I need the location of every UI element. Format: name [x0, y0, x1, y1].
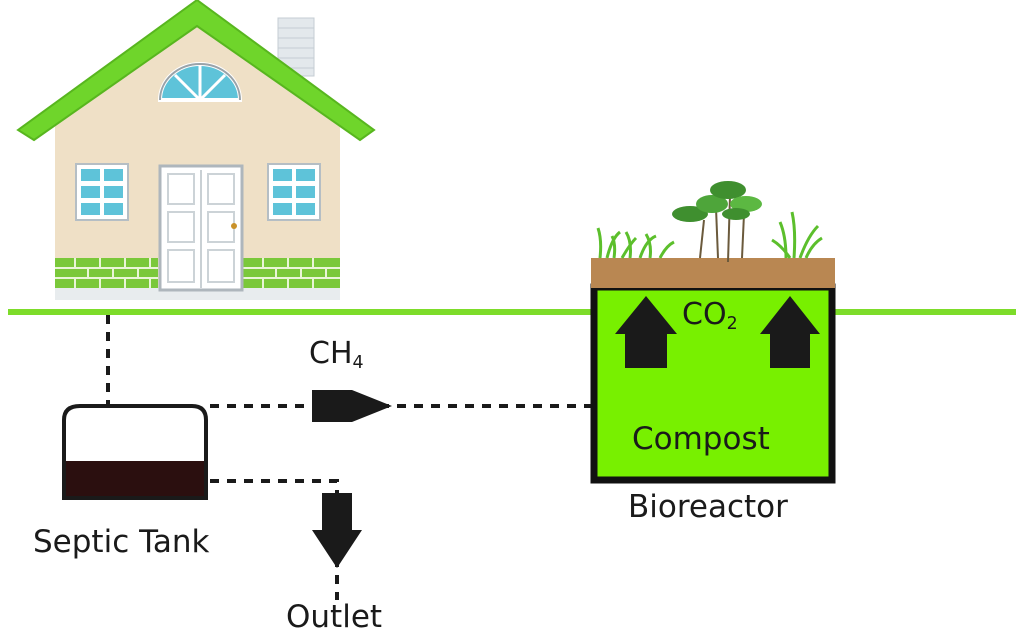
compost-label: Compost	[632, 421, 770, 457]
arrow-down-icon	[312, 493, 362, 568]
plants-icon	[596, 181, 823, 263]
grass-icon	[771, 211, 823, 259]
door-icon	[158, 164, 244, 292]
co2-label: CO2	[682, 300, 738, 333]
pipe-outlet	[210, 479, 339, 600]
ch4-label-subscript: 4	[352, 352, 364, 373]
roof	[16, 0, 376, 142]
bioreactor	[590, 258, 836, 484]
arrow-up-icon	[615, 296, 677, 368]
window-icon	[75, 163, 129, 221]
septic-tank	[62, 404, 208, 500]
soil-layer	[591, 258, 835, 288]
tank-sludge	[64, 461, 206, 498]
ch4-label-base: CH	[309, 336, 353, 371]
window-icon	[267, 163, 321, 221]
arrow-right-icon	[312, 390, 392, 422]
grass-icon	[596, 227, 675, 259]
co2-label-subscript: 2	[726, 313, 738, 334]
arrow-up-icon	[760, 296, 820, 368]
outlet-label: Outlet	[286, 599, 383, 635]
ch4-label: CH4	[309, 339, 364, 372]
septic-tank-label: Septic Tank	[33, 524, 210, 560]
window-icon	[157, 62, 243, 102]
co2-label-base: CO	[682, 297, 727, 332]
tree-icon	[672, 181, 762, 263]
house-icon	[16, 0, 376, 300]
septic-bioreactor-diagram	[8, 0, 1016, 600]
house-wall	[55, 18, 340, 300]
brick-base	[55, 258, 340, 300]
bioreactor-label: Bioreactor	[628, 489, 788, 525]
ground-line	[8, 309, 1016, 315]
